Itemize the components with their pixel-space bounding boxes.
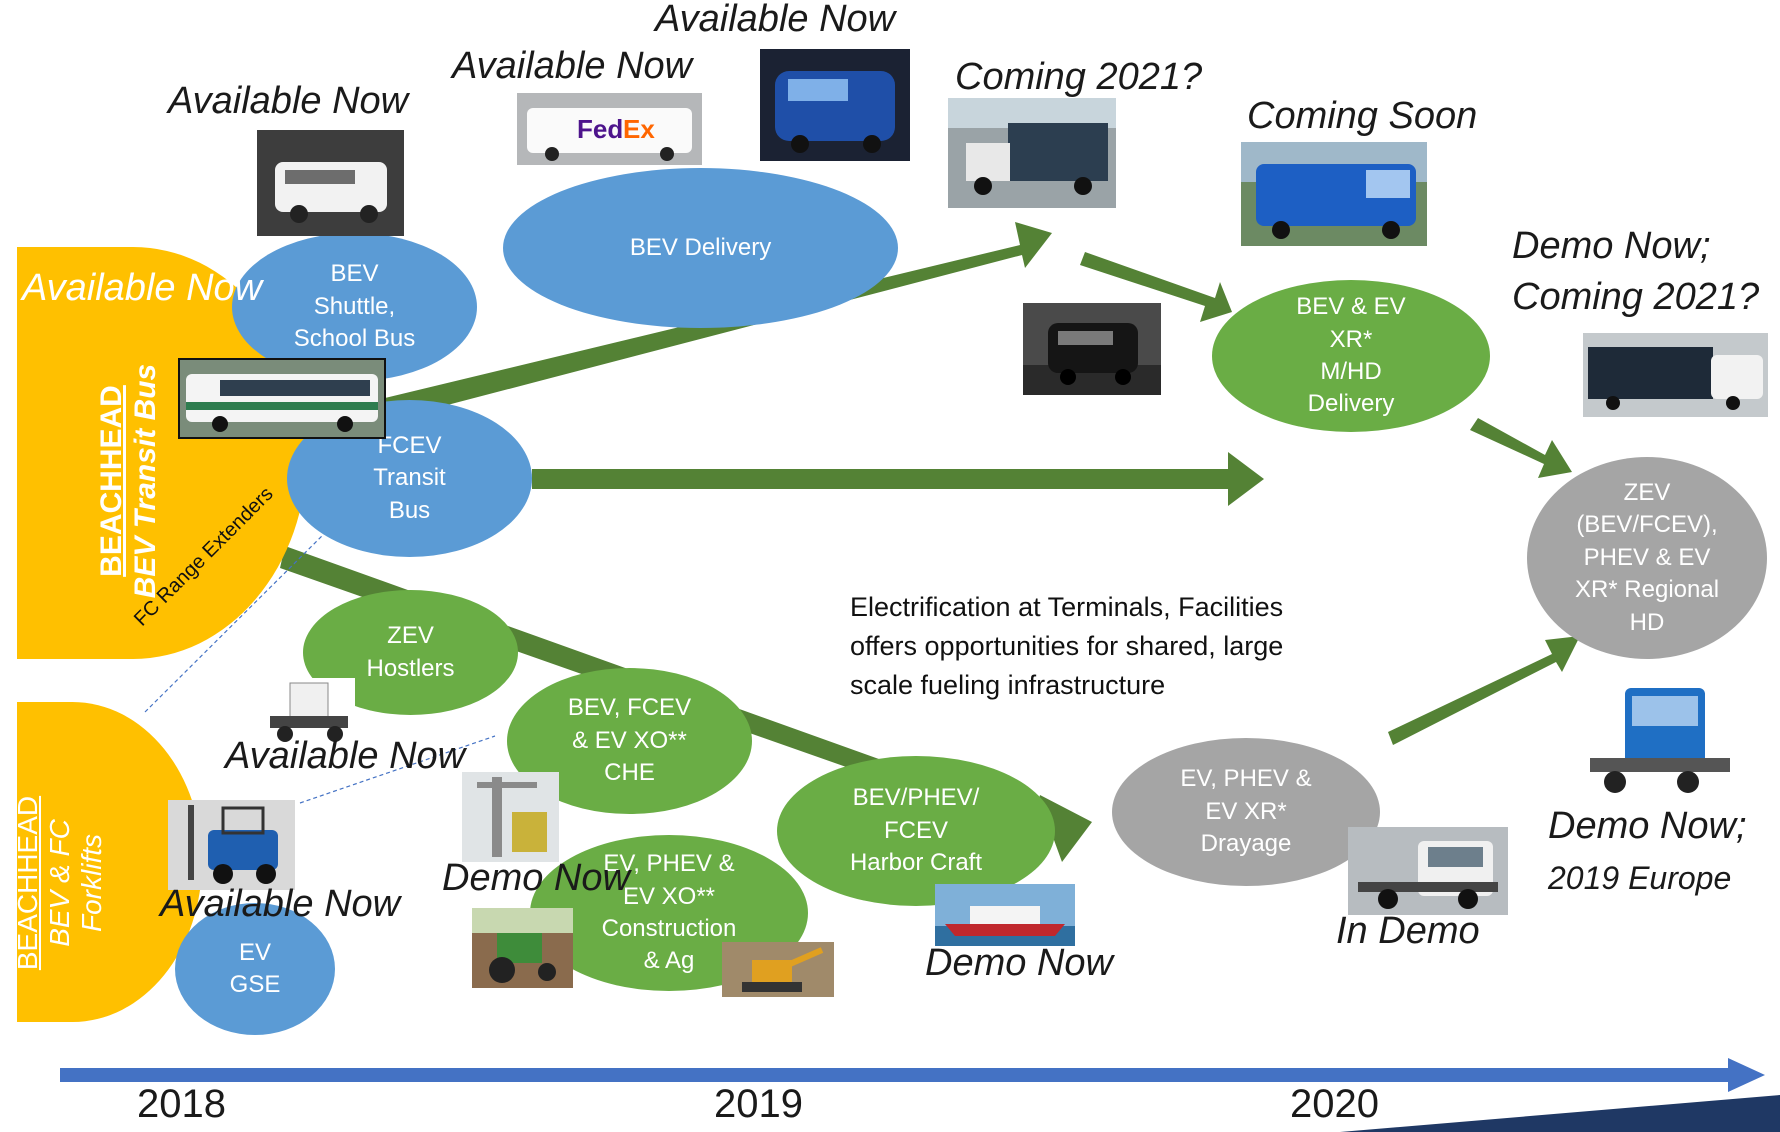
oval-ev-gse: EV GSE	[175, 903, 335, 1035]
oval-bev-delivery: BEV Delivery	[503, 168, 898, 328]
caption-available-now-top: Available Now	[655, 0, 896, 40]
oval-bev-fcev-che: BEV, FCEV & EV XO** CHE	[507, 668, 752, 814]
caption-in-demo: In Demo	[1336, 910, 1480, 952]
caption-available-now-shuttle: Available Now	[168, 80, 409, 122]
yard-hostler-photo	[260, 678, 355, 745]
farm-tractor-photo	[472, 908, 573, 988]
caption-available-now-hostlers: Available Now	[225, 735, 466, 777]
oval-harbor-craft: BEV/PHEV/ FCEV Harbor Craft	[777, 756, 1055, 906]
caption-available-now-forklift: Available Now	[160, 883, 401, 925]
forklift-photo	[168, 800, 295, 890]
white-semi-trailer-photo	[1583, 333, 1768, 417]
excavator-photo	[722, 942, 834, 997]
arrow-drayage-to-zev	[1388, 636, 1580, 745]
dashed-connector-top	[144, 517, 341, 713]
arrow-fcev-horizontal	[532, 452, 1264, 506]
blue-cab-truck-photo	[1570, 678, 1740, 808]
caption-demo-now-che: Demo Now	[442, 857, 630, 899]
year-2020: 2020	[1290, 1082, 1379, 1126]
dashed-connector-bottom	[299, 735, 496, 804]
oval-drayage: EV, PHEV & EV XR* Drayage	[1112, 738, 1380, 886]
electrification-note: Electrification at Terminals, Facilities…	[850, 592, 1284, 701]
box-truck-photo	[948, 98, 1116, 208]
caption-demo-now-europe-line2: 2019 Europe	[1548, 860, 1732, 896]
caption-demo-now-coming-line1: Demo Now;	[1512, 225, 1711, 267]
timeline-arrowhead	[1728, 1058, 1765, 1092]
fc-range-extender-lines	[144, 517, 496, 804]
arrow-to-zev-regional-top	[1470, 418, 1572, 478]
corner-navy-band	[1340, 1095, 1780, 1132]
blue-electric-truck-photo	[760, 49, 910, 161]
caption-available-now-beachhead: Available Now	[22, 267, 263, 309]
svg-text:Ex: Ex	[623, 114, 655, 144]
year-2018: 2018	[137, 1082, 226, 1126]
year-2019: 2019	[714, 1082, 803, 1126]
shuttle-van-photo	[257, 130, 404, 236]
timeline-bar	[60, 1068, 1730, 1082]
drayage-truck-photo	[1348, 827, 1508, 915]
caption-demo-now-coming-line2: Coming 2021?	[1512, 276, 1760, 318]
caption-demo-now-harbor: Demo Now	[925, 942, 1113, 984]
caption-coming-2021: Coming 2021?	[955, 56, 1203, 98]
ferry-photo	[935, 884, 1075, 946]
crane-photo	[462, 772, 559, 862]
blue-semi-truck-photo	[1241, 142, 1427, 246]
black-semi-photo	[1023, 303, 1161, 395]
arrow-to-bev-delivery-green	[1080, 252, 1232, 322]
transit-bus-photo	[178, 358, 386, 439]
svg-text:Fed: Fed	[577, 114, 623, 144]
caption-demo-now-europe-line1: Demo Now;	[1548, 805, 1747, 847]
oval-bev-shuttle: BEV Shuttle, School Bus	[232, 233, 477, 381]
oval-zev-regional-hd: ZEV (BEV/FCEV), PHEV & EV XR* Regional H…	[1527, 457, 1767, 659]
oval-bev-ev-xr-delivery: BEV & EV XR* M/HD Delivery	[1212, 280, 1490, 432]
caption-coming-soon: Coming Soon	[1247, 95, 1478, 137]
caption-available-now-fedex: Available Now	[452, 45, 693, 87]
